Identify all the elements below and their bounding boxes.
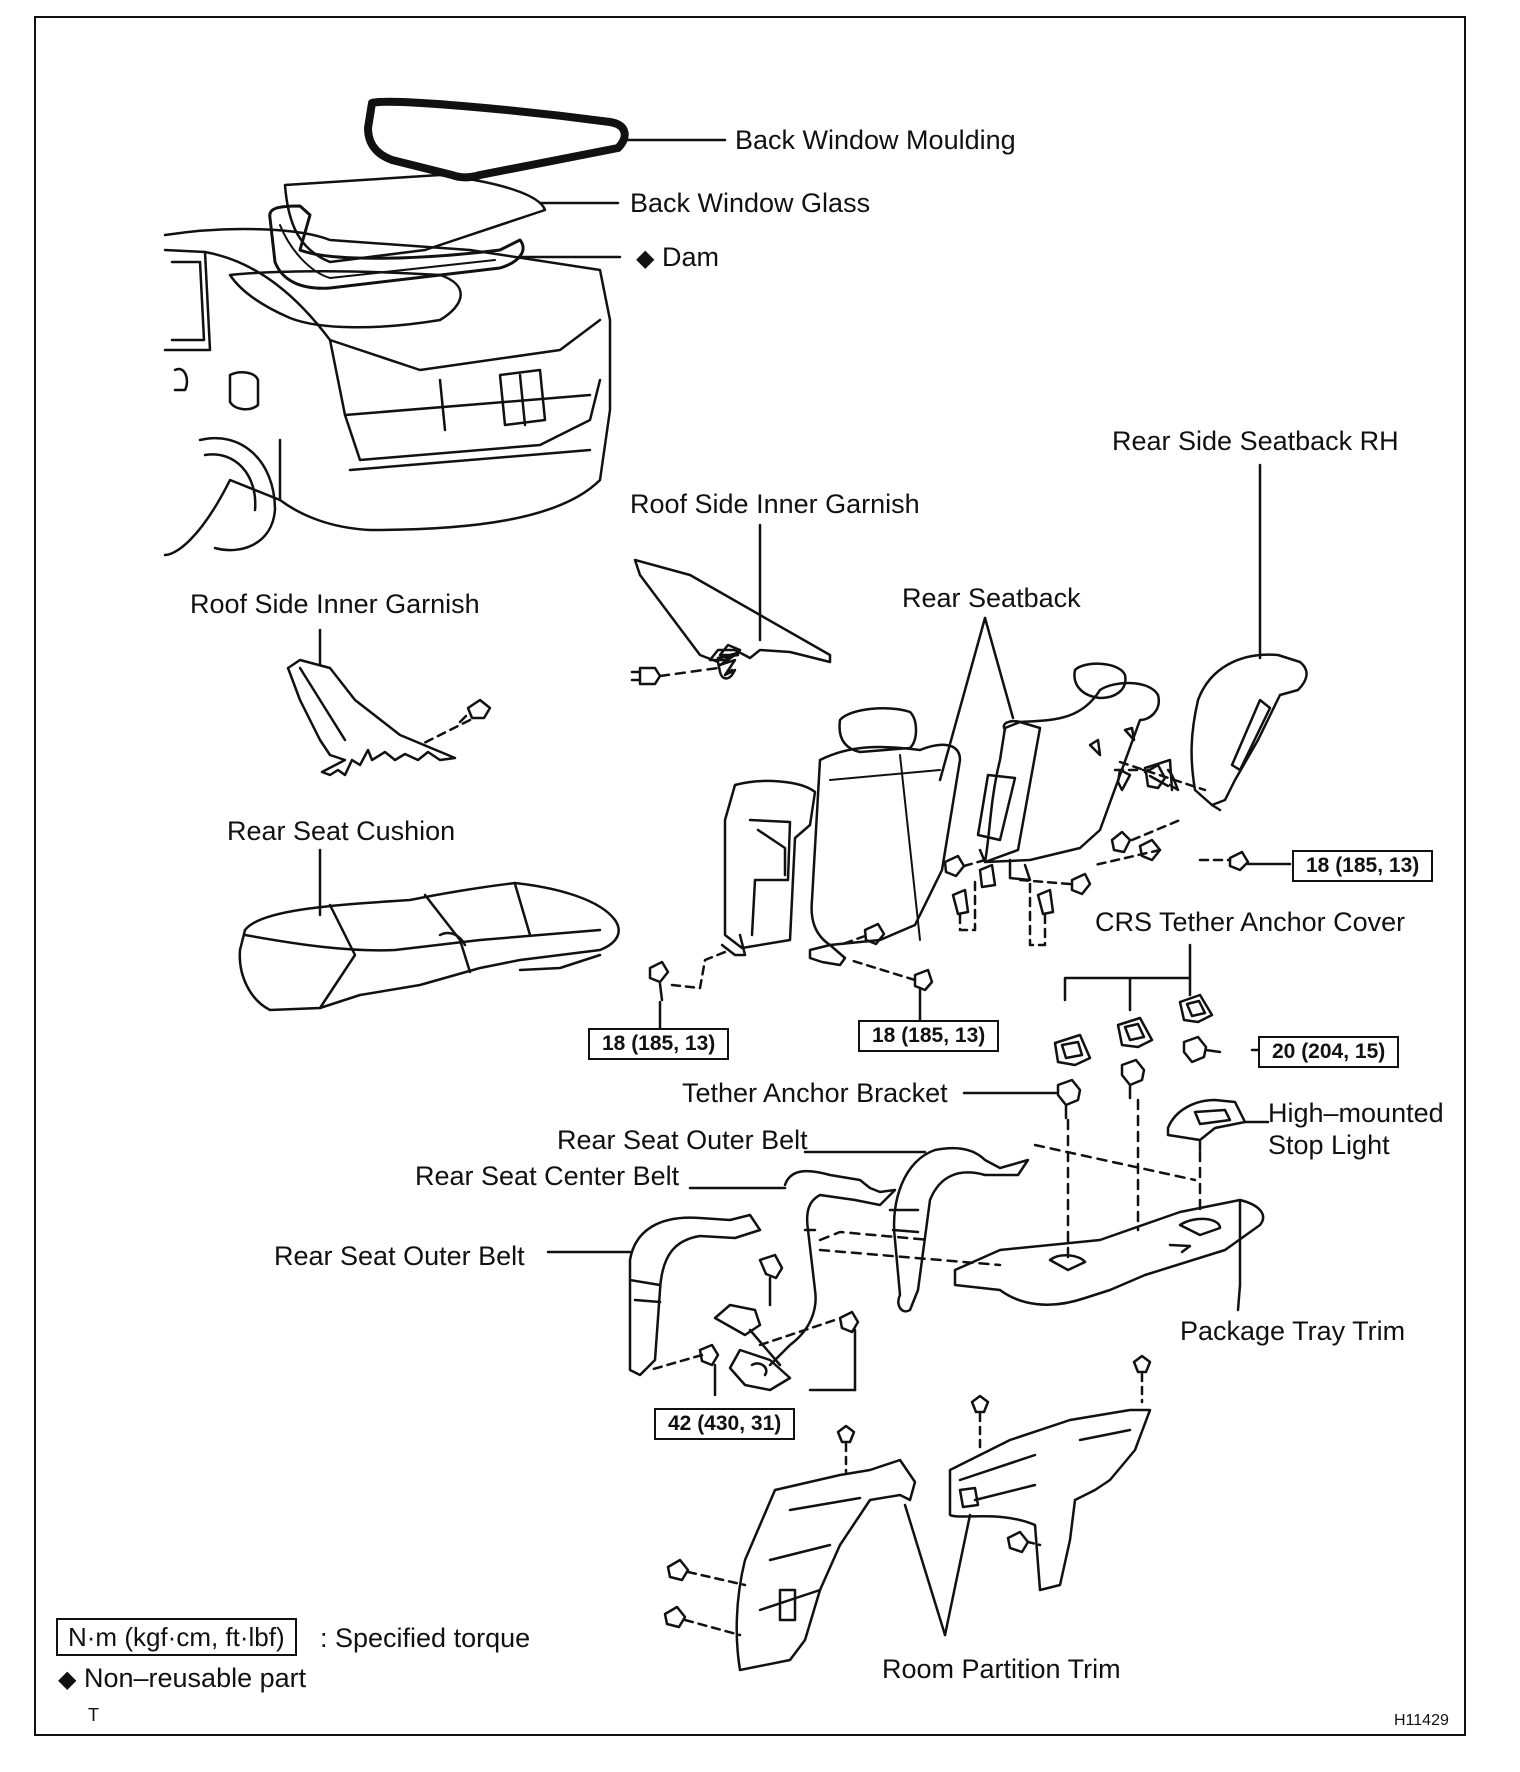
dash-garnish-left: [418, 718, 472, 747]
label-back-window-glass: Back Window Glass: [630, 188, 871, 218]
torque-belt: 42 (430, 31): [654, 1408, 796, 1440]
diagram-frame: [34, 16, 1466, 1736]
rear-seat-outer-belt-left: [546, 1213, 762, 1377]
clip-garnish-upper: [630, 666, 662, 686]
legend-unit-desc: : Specified torque: [320, 1623, 531, 1653]
legend-nonreusable-text: Non–reusable part: [83, 1663, 307, 1693]
tether-anchor-brackets: [962, 1035, 1264, 1120]
rear-seatback-left: [720, 707, 962, 967]
belt-fasteners: [648, 1230, 1002, 1397]
dam-shape: [268, 204, 525, 290]
corner-mark: T: [88, 1705, 99, 1725]
label-package-tray-trim: Package Tray Trim: [1180, 1316, 1406, 1346]
label-roof-side-inner-garnish-left: Roof Side Inner Garnish: [190, 589, 480, 619]
leader-seatback-a: [938, 616, 987, 782]
leader-seatback-b: [983, 616, 1015, 720]
label-crs-tether-anchor-cover: CRS Tether Anchor Cover: [1095, 907, 1406, 937]
rear-side-seatback-rh: [1190, 653, 1308, 812]
garnish-left-crease: [298, 666, 347, 742]
partition-clips: [663, 1354, 1152, 1637]
label-roof-side-inner-garnish-upper: Roof Side Inner Garnish: [630, 489, 920, 519]
rear-seat-outer-belt-right: [803, 1146, 1030, 1313]
label-rear-seat-outer-belt-upper: Rear Seat Outer Belt: [557, 1125, 808, 1155]
torque-seatback-center: 18 (185, 13): [858, 1020, 1000, 1052]
legend-nonreusable: ◆ Non–reusable part: [58, 1662, 306, 1696]
package-tray-trim-shape: [953, 1198, 1265, 1306]
label-rear-seatback: Rear Seatback: [902, 583, 1081, 613]
label-back-window-moulding: Back Window Moulding: [735, 125, 1016, 155]
leader-package-tray: [1236, 1198, 1242, 1312]
back-window-glass-shape: [283, 173, 547, 264]
torque-seatback-rh: 18 (185, 13): [1292, 850, 1434, 882]
nonreusable-diamond-icon: ◆: [58, 1666, 77, 1693]
torque-tether-bracket: 20 (204, 15): [1258, 1036, 1400, 1068]
roof-side-inner-garnish-upper: [633, 558, 832, 680]
seatback-fasteners: [648, 758, 1292, 1032]
high-mounted-stop-light-shape: [1166, 1098, 1247, 1152]
label-room-partition-trim: Room Partition Trim: [882, 1654, 1121, 1684]
back-window-moulding-shape: [364, 97, 629, 182]
label-high-mounted-2: Stop Light: [1268, 1130, 1390, 1160]
label-rear-seat-center-belt: Rear Seat Center Belt: [415, 1161, 680, 1191]
label-tether-anchor-bracket: Tether Anchor Bracket: [682, 1078, 948, 1108]
label-dam: ◆ Dam: [636, 241, 719, 275]
tray-dash-lines: [1033, 1098, 1202, 1260]
torque-seatback-left: 18 (185, 13): [588, 1028, 730, 1060]
label-rear-side-seatback-rh: Rear Side Seatback RH: [1112, 426, 1399, 456]
dash-garnish-upper: [658, 666, 720, 678]
rear-seatback-right: [976, 662, 1161, 882]
label-dam-text: Dam: [661, 242, 719, 272]
leader-partition-a: [903, 1503, 947, 1637]
nonreusable-diamond-icon: ◆: [636, 245, 655, 272]
rear-seat-cushion-shape: [238, 881, 620, 1012]
car-body-illustration: [163, 227, 612, 557]
roof-side-inner-garnish-left: [286, 658, 457, 777]
legend-unit-box: N·m (kgf·cm, ft·lbf): [56, 1618, 297, 1656]
rear-seat-center-belt: [688, 1169, 897, 1392]
leader-partition-b: [943, 1513, 972, 1637]
label-rear-seat-cushion: Rear Seat Cushion: [227, 816, 456, 846]
label-rear-seat-outer-belt-lower: Rear Seat Outer Belt: [274, 1241, 525, 1271]
clip-garnish-left: [458, 698, 492, 724]
label-high-mounted-1: High–mounted: [1268, 1098, 1444, 1128]
crs-tether-anchor-covers: [1053, 943, 1214, 1067]
room-partition-trim-left: [735, 1458, 917, 1672]
room-partition-trim-right: [948, 1408, 1152, 1592]
figure-id: H11429: [1394, 1712, 1449, 1729]
